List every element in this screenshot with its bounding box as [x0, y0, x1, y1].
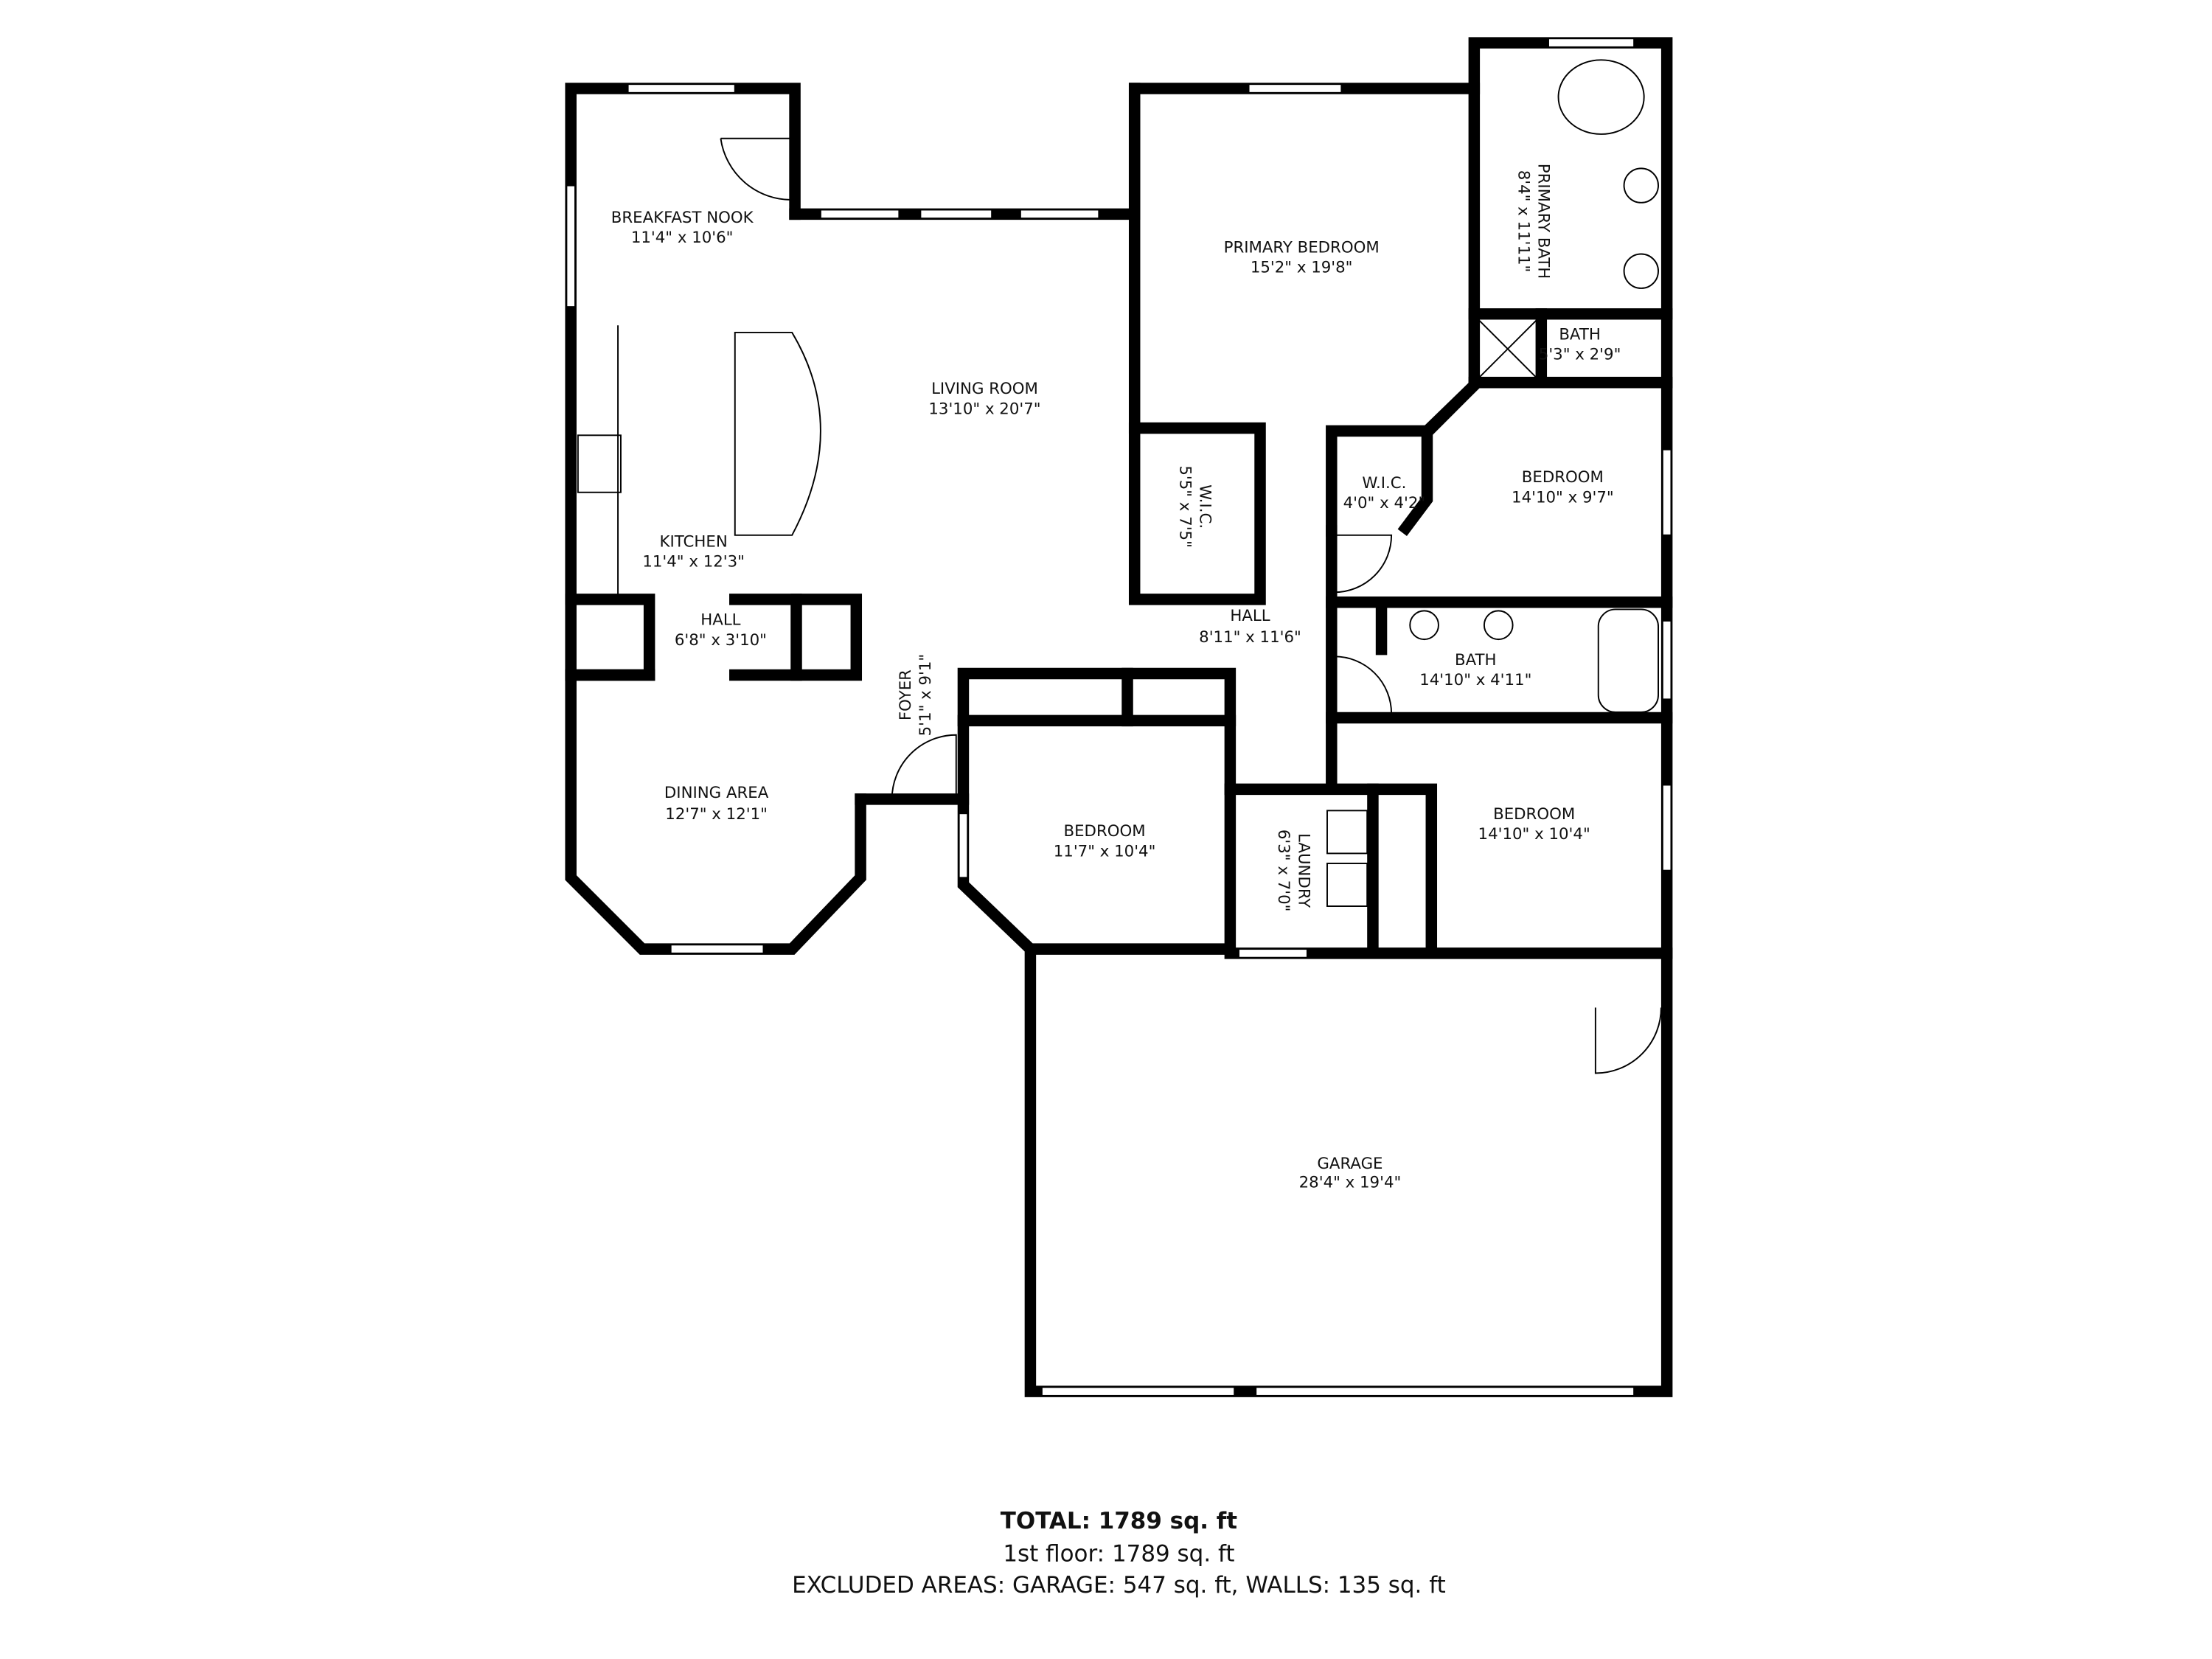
room-name-primary-bath: PRIMARY BATH [1534, 164, 1552, 279]
floor-area: 1st floor: 1789 sq. ft [1003, 1540, 1234, 1567]
room-dims-living-room: 13'10" x 20'7" [928, 400, 1040, 418]
sink-icon [1483, 610, 1514, 641]
room-dims-hall-central: 8'11" x 11'6" [1199, 628, 1301, 647]
room-dims-bedroom-sw: 11'7" x 10'4" [1054, 842, 1156, 860]
walls [565, 37, 1673, 1397]
door-swing [1594, 1007, 1662, 1074]
room-name-kitchen: KITCHEN [660, 532, 728, 551]
door-swing [891, 734, 957, 799]
room-name-dining-area: DINING AREA [664, 784, 769, 802]
room-name-garage: GARAGE [1317, 1155, 1382, 1173]
sink-icon [1623, 167, 1659, 204]
room-dims-kitchen: 11'4" x 12'3" [642, 552, 745, 571]
room-name-living-room: LIVING ROOM [931, 380, 1038, 398]
room-name-laundry: LAUNDRY [1294, 833, 1312, 908]
room-dims-bedroom-se: 14'10" x 10'4" [1478, 825, 1590, 844]
room-name-hall-west: HALL [700, 611, 740, 630]
room-dims-bath-small: 5'3" x 2'9" [1539, 346, 1621, 364]
room-dims-dining-area: 12'7" x 12'1" [665, 805, 768, 824]
room-dims-garage: 28'4" x 19'4" [1299, 1173, 1402, 1192]
room-name-bath-hall: BATH [1455, 651, 1497, 669]
door-swing [1334, 655, 1393, 714]
door-swing [720, 137, 793, 201]
room-dims-hall-west: 6'8" x 3'10" [675, 631, 767, 650]
room-dims-wic-primary: 5'5" x 7'5" [1176, 465, 1194, 548]
room-dims-bath-hall: 14'10" x 4'11" [1419, 671, 1531, 689]
room-dims-wic-small: 4'0" x 4'2" [1343, 494, 1426, 512]
room-name-wic-primary: W.I.C. [1196, 484, 1214, 529]
door-swing [1334, 534, 1393, 594]
sink-icon [1409, 610, 1439, 641]
bathtub-icon [1597, 608, 1659, 713]
room-name-bath-small: BATH [1559, 326, 1601, 344]
washer-icon [1326, 810, 1368, 855]
sink-icon [1623, 253, 1659, 289]
room-labels: BREAKFAST NOOK 11'4" x 10'6" PRIMARY BED… [611, 164, 1621, 1192]
windows [566, 38, 1672, 1397]
bathtub-icon [1557, 59, 1645, 135]
room-dims-laundry: 6'3" x 7'0" [1274, 830, 1293, 912]
fixtures [577, 59, 1662, 1074]
total-area: TOTAL: 1789 sq. ft [1001, 1508, 1237, 1534]
room-name-foyer: FOYER [897, 669, 915, 720]
room-name-hall-central: HALL [1230, 607, 1270, 625]
room-name-breakfast-nook: BREAKFAST NOOK [611, 209, 754, 227]
room-dims-breakfast-nook: 11'4" x 10'6" [631, 229, 734, 247]
room-dims-bedroom-ne: 14'10" x 9'7" [1512, 488, 1614, 507]
room-name-wic-small: W.I.C. [1362, 474, 1406, 493]
room-name-bedroom-se: BEDROOM [1493, 805, 1575, 824]
stove-icon [577, 434, 622, 493]
room-name-primary-bedroom: PRIMARY BEDROOM [1224, 239, 1380, 257]
room-dims-primary-bath: 8'4" x 11'11" [1514, 170, 1532, 273]
room-dims-foyer: 5'1" x 9'1" [917, 654, 935, 737]
room-name-bedroom-ne: BEDROOM [1522, 468, 1604, 487]
area-summary: TOTAL: 1789 sq. ft 1st floor: 1789 sq. f… [792, 1508, 1446, 1599]
room-dims-primary-bedroom: 15'2" x 19'8" [1251, 259, 1353, 277]
room-name-bedroom-sw: BEDROOM [1064, 822, 1146, 841]
dryer-icon [1326, 863, 1368, 907]
excluded-areas: EXCLUDED AREAS: GARAGE: 547 sq. ft, WALL… [792, 1572, 1446, 1599]
kitchen-island [734, 332, 821, 536]
